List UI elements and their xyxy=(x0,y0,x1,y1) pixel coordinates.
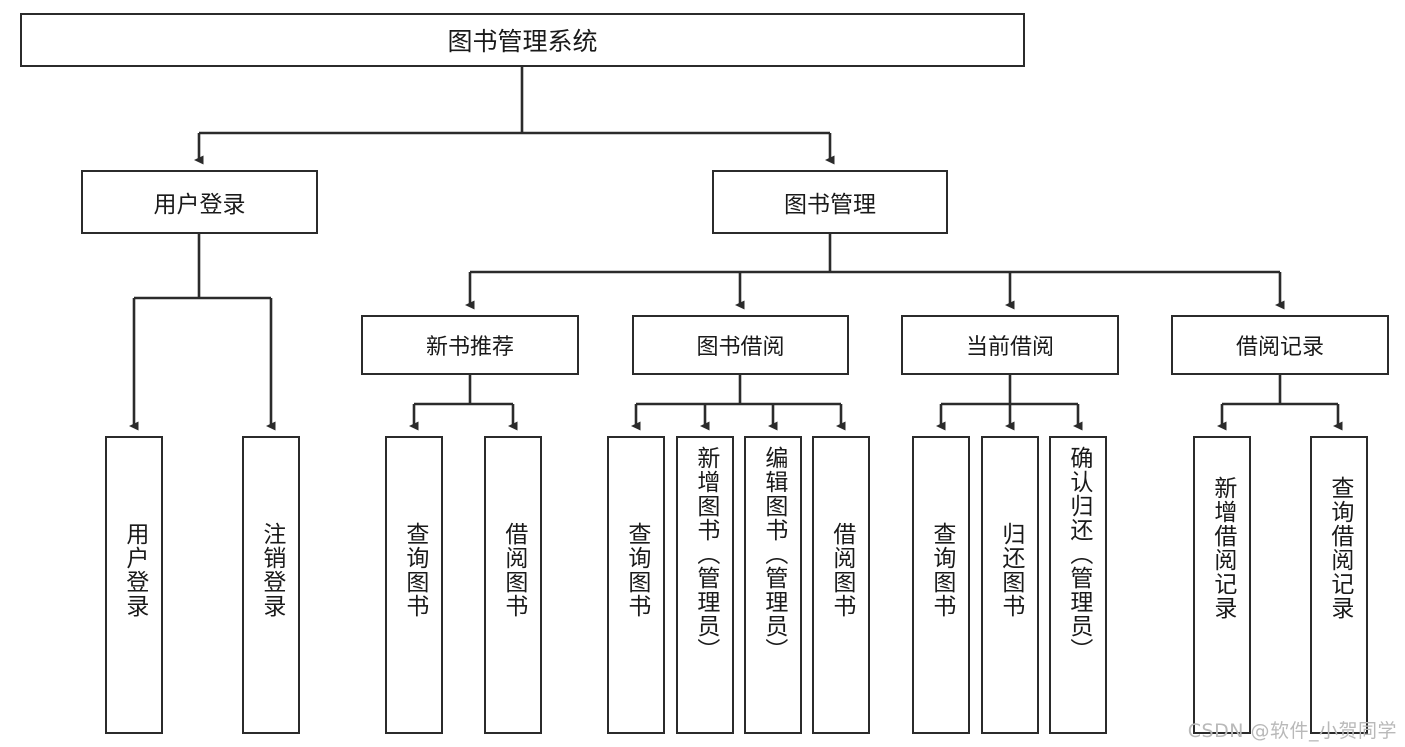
leaf-label: 注销登录 xyxy=(258,522,285,618)
leaf-new-book-query[interactable]: 查询图书 xyxy=(385,436,443,734)
node-label: 新书推荐 xyxy=(425,335,514,360)
leaf-user-login-logout[interactable]: 注销登录 xyxy=(242,436,300,734)
node-user-login[interactable]: 用户登录 xyxy=(81,170,318,234)
node-book-management[interactable]: 图书管理 xyxy=(712,170,948,234)
leaf-new-book-borrow[interactable]: 借阅图书 xyxy=(484,436,542,734)
leaf-current-query-book[interactable]: 查询图书 xyxy=(912,436,970,734)
leaf-label: 借阅图书 xyxy=(828,522,855,618)
leaf-borrow-add-book-admin[interactable]: 新增图书（管理员） xyxy=(676,436,734,734)
leaf-label: 新增借阅记录 xyxy=(1209,476,1236,620)
leaf-label: 查询图书 xyxy=(623,522,650,618)
leaf-label: 确认归还（管理员） xyxy=(1065,446,1092,662)
leaf-current-return-book[interactable]: 归还图书 xyxy=(981,436,1039,734)
leaf-label: 查询借阅记录 xyxy=(1326,476,1353,620)
node-label: 图书管理 xyxy=(784,192,876,218)
node-new-book-recommend[interactable]: 新书推荐 xyxy=(361,315,579,375)
leaf-label: 归还图书 xyxy=(997,522,1024,618)
leaf-label: 用户登录 xyxy=(121,522,148,618)
leaf-record-query-record[interactable]: 查询借阅记录 xyxy=(1310,436,1368,734)
leaf-label: 借阅图书 xyxy=(500,522,527,618)
leaf-user-login-login[interactable]: 用户登录 xyxy=(105,436,163,734)
node-label: 图书借阅 xyxy=(696,335,785,360)
leaf-record-add-record[interactable]: 新增借阅记录 xyxy=(1193,436,1251,734)
node-label: 用户登录 xyxy=(153,192,246,218)
leaf-current-confirm-return-admin[interactable]: 确认归还（管理员） xyxy=(1049,436,1107,734)
leaf-label: 查询图书 xyxy=(928,522,955,618)
csdn-watermark: CSDN @软件_小贺同学 xyxy=(1187,720,1397,742)
node-current-borrow[interactable]: 当前借阅 xyxy=(901,315,1119,375)
leaf-borrow-borrow-book[interactable]: 借阅图书 xyxy=(812,436,870,734)
leaf-label: 编辑图书（管理员） xyxy=(760,446,787,662)
node-borrow-record[interactable]: 借阅记录 xyxy=(1171,315,1389,375)
leaf-borrow-query-book[interactable]: 查询图书 xyxy=(607,436,665,734)
node-label: 借阅记录 xyxy=(1235,335,1324,360)
leaf-label: 新增图书（管理员） xyxy=(692,446,719,662)
node-label: 当前借阅 xyxy=(965,335,1054,360)
leaf-borrow-edit-book-admin[interactable]: 编辑图书（管理员） xyxy=(744,436,802,734)
node-book-borrow[interactable]: 图书借阅 xyxy=(632,315,849,375)
leaf-label: 查询图书 xyxy=(401,522,428,618)
node-label: 图书管理系统 xyxy=(447,27,598,56)
node-root-system[interactable]: 图书管理系统 xyxy=(20,13,1025,67)
